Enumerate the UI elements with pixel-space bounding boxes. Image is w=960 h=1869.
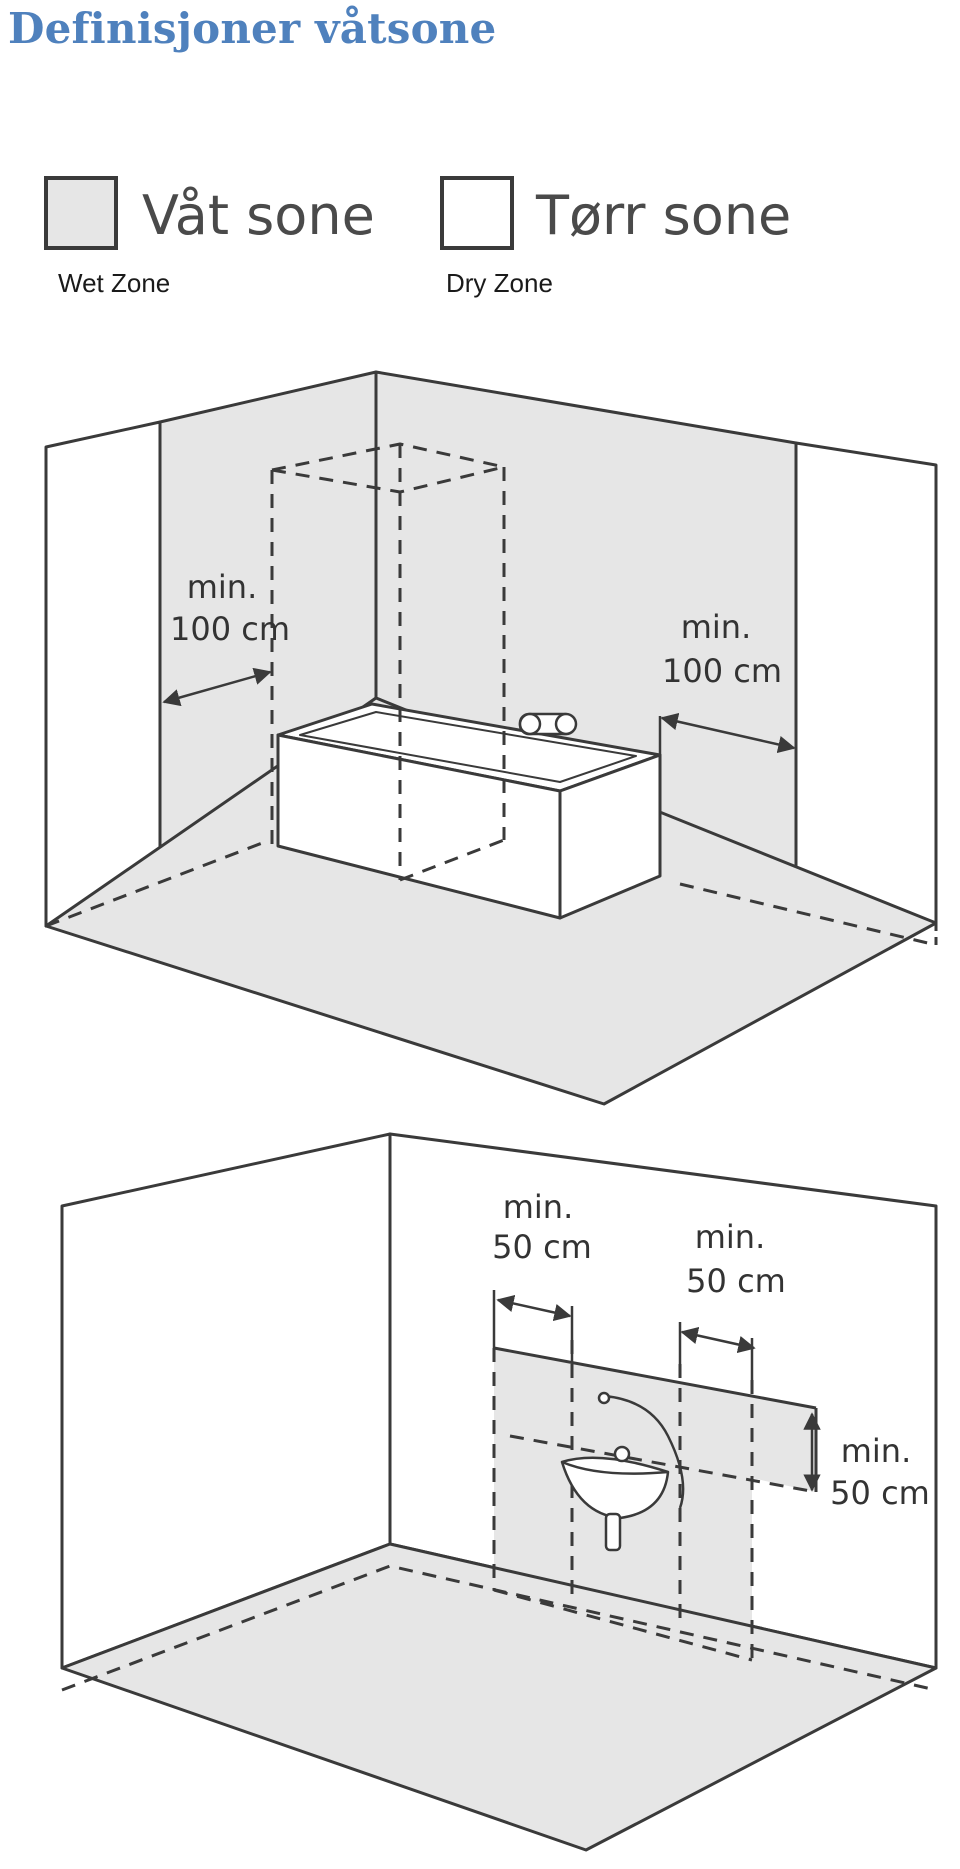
bathtub-room-floor-dashed-left [45, 838, 271, 928]
bathtub-left-clearance-line2: 100 cm [170, 610, 290, 648]
sink-top-clearance-line1: min. [841, 1432, 912, 1470]
legend-label-dry: Tørr sone [535, 184, 791, 247]
sink-right-clearance-line1: min. [695, 1218, 766, 1256]
bathtub-right-dimension-arrow [660, 712, 796, 754]
sink-panel-top-edge [493, 1346, 817, 1410]
bathtub-room-left-wall-dry [44, 420, 162, 928]
bathtub-left-dimension-arrow [162, 667, 272, 707]
faucet-icon [518, 712, 578, 736]
legend-swatch-dry [440, 176, 514, 250]
page-title: Definisjoner våtsone [8, 4, 497, 53]
sink-left-clearance-line1: min. [503, 1188, 574, 1226]
sink-left-dimension-arrow [496, 1294, 572, 1322]
legend-sublabel-wet: Wet Zone [58, 268, 170, 298]
legend: Våt sone Wet Zone Tørr sone Dry Zone [44, 176, 791, 298]
sink-left-clearance-line2: 50 cm [492, 1228, 592, 1266]
bathtub-right-clearance-line1: min. [681, 608, 752, 646]
bathtub-left-clearance-line1: min. [187, 568, 258, 606]
sink-room-floor [60, 1542, 938, 1852]
bathtub-room [44, 370, 938, 1106]
sink-right-clearance-line2: 50 cm [686, 1262, 786, 1300]
sink-room [60, 1132, 938, 1852]
legend-sublabel-dry: Dry Zone [446, 268, 553, 298]
bathtub-room-floor-dashed-right [679, 882, 937, 947]
sink-top-clearance-line2: 50 cm [830, 1474, 930, 1512]
legend-swatch-wet [44, 176, 118, 250]
sink-room-floor-dashed [61, 1564, 937, 1692]
sink-right-dimension-arrow [680, 1326, 756, 1354]
sink-icon [560, 1391, 685, 1552]
bathtub-right-clearance-line2: 100 cm [662, 652, 782, 690]
bathtub-room-right-wall-dry [794, 441, 938, 925]
shower-zone-dashed-box [270, 442, 506, 882]
legend-label-wet: Våt sone [142, 184, 375, 247]
bathtub-side [558, 753, 662, 920]
bathtub-inner [299, 711, 637, 783]
